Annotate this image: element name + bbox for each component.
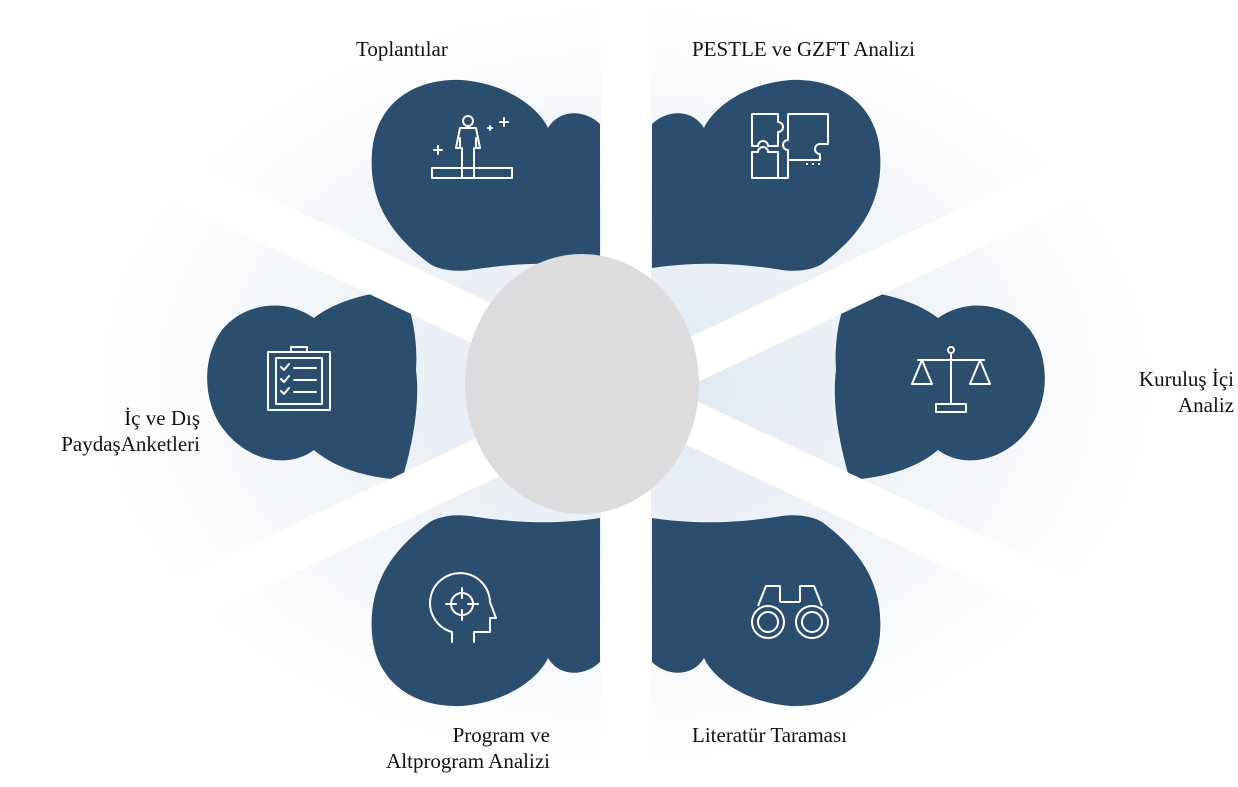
person-podium-icon bbox=[431, 115, 513, 179]
balance-scale-icon bbox=[911, 346, 991, 413]
label-paydas-anketleri: İç ve Dış PaydaşAnketleri bbox=[61, 406, 200, 456]
label-toplantilar: Toplantılar bbox=[356, 37, 448, 61]
petal-toplantilar bbox=[371, 79, 600, 271]
binoculars-icon bbox=[751, 585, 829, 639]
petal-literatur bbox=[652, 515, 881, 707]
center-circle bbox=[465, 254, 699, 514]
label-program-altprogram: Program ve Altprogram Analizi bbox=[386, 723, 550, 773]
petal-kurulus bbox=[834, 290, 1045, 480]
head-target-icon bbox=[429, 572, 497, 643]
petal-pestle bbox=[652, 79, 881, 271]
label-kurulus-ici-analiz: Kuruluş İçi Analiz bbox=[1138, 367, 1234, 417]
label-pestle-gzft: PESTLE ve GZFT Analizi bbox=[692, 37, 916, 61]
label-literatur-taramasi: Literatür Taraması bbox=[692, 723, 847, 747]
petal-paydas bbox=[207, 290, 418, 480]
petal-program bbox=[371, 515, 600, 707]
puzzle-icon bbox=[751, 113, 829, 179]
clipboard-checklist-icon bbox=[267, 346, 331, 411]
